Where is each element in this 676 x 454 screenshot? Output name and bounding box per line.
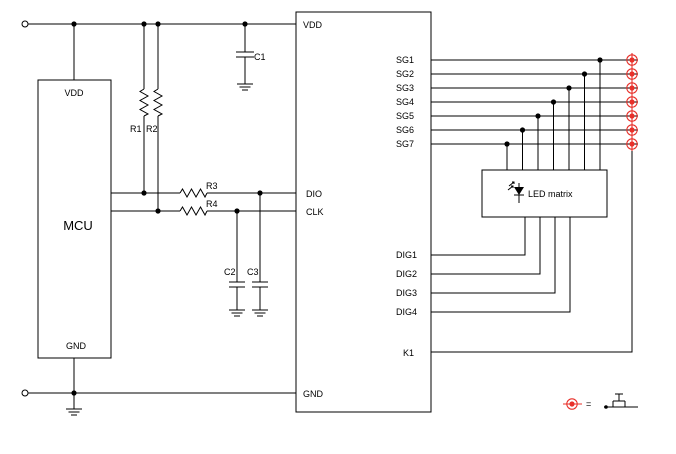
segment-pin-label: SG1 — [396, 55, 414, 65]
r3-label: R3 — [206, 181, 218, 191]
c1-label: C1 — [254, 52, 266, 62]
key-switch-icon — [626, 53, 638, 67]
capacitor-c3 — [252, 193, 268, 317]
resistor-r2 — [152, 24, 164, 211]
segment-pin-label: SG2 — [396, 69, 414, 79]
k1-line — [431, 60, 633, 353]
junction — [581, 71, 588, 77]
c3-label: C3 — [247, 267, 259, 277]
dio-line — [111, 187, 296, 199]
digit-pin-label: DIG4 — [396, 307, 417, 317]
junction — [597, 57, 603, 63]
digit-pin-label: DIG1 — [396, 250, 417, 260]
mcu-block — [37, 79, 112, 359]
junction — [535, 113, 541, 119]
junction — [550, 99, 557, 105]
junction — [519, 127, 526, 133]
junction — [141, 190, 147, 196]
junction — [504, 141, 510, 147]
digit-pin-label: DIG2 — [396, 269, 417, 279]
junction — [71, 390, 77, 396]
key-switches — [626, 53, 638, 151]
led-matrix-block — [481, 169, 608, 218]
c2-label: C2 — [224, 267, 236, 277]
segment-pin-label: SG3 — [396, 83, 414, 93]
mcu-gnd-pin: GND — [66, 341, 87, 351]
digit-wire — [431, 217, 526, 256]
ground-symbol — [66, 408, 82, 416]
key-switch-icon — [626, 81, 638, 95]
mcu-vdd-pin: VDD — [64, 88, 84, 98]
gnd-terminal — [21, 389, 29, 397]
chip-k1-pin: K1 — [403, 348, 414, 358]
driver-chip — [295, 11, 432, 413]
junction — [566, 85, 572, 91]
clk-line — [111, 205, 296, 217]
resistor-r1 — [138, 24, 150, 193]
led-matrix-label: LED matrix — [528, 189, 573, 199]
mcu-label: MCU — [63, 218, 93, 233]
digit-wire — [431, 217, 571, 313]
r1-label: R1 — [130, 124, 142, 134]
segment-pin-label: SG4 — [396, 97, 414, 107]
junction — [155, 208, 161, 214]
pushbutton-switch-icon — [604, 393, 638, 409]
key-switch-icon — [626, 109, 638, 123]
chip-gnd-pin: GND — [303, 389, 324, 399]
segment-pin-label: SG5 — [396, 111, 414, 121]
digit-wires — [431, 217, 571, 313]
chip-vdd-pin: VDD — [303, 20, 323, 30]
r2-label: R2 — [146, 124, 158, 134]
vdd-terminal — [21, 20, 29, 28]
key-switch-icon — [626, 67, 638, 81]
segment-pin-label: SG6 — [396, 125, 414, 135]
digit-pin-label: DIG3 — [396, 288, 417, 298]
key-switch-icon — [563, 398, 582, 410]
capacitor-c2 — [229, 211, 245, 317]
key-switch-icon — [626, 123, 638, 137]
digit-wire — [431, 217, 556, 294]
segment-pin-label: SG7 — [396, 139, 414, 149]
key-switch-icon — [626, 95, 638, 109]
chip-clk-pin: CLK — [306, 207, 324, 217]
led-diode-icon — [507, 181, 524, 203]
segment-wires — [431, 57, 638, 170]
capacitor-c1 — [236, 24, 254, 91]
digit-wire — [431, 217, 541, 275]
legend-equals: = — [586, 399, 591, 409]
r4-label: R4 — [206, 199, 218, 209]
chip-dio-pin: DIO — [306, 189, 322, 199]
key-switch-icon — [626, 137, 638, 151]
